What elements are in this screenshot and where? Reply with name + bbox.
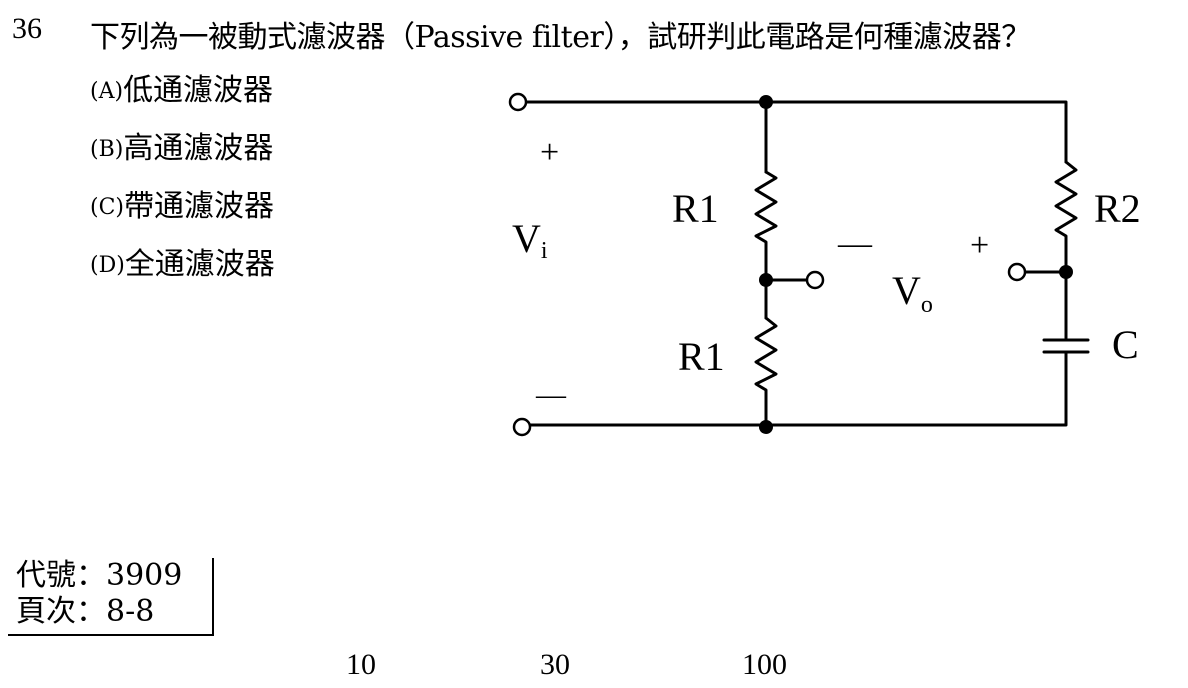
input-terminal-bottom bbox=[512, 417, 532, 437]
output-terminal-minus bbox=[805, 270, 825, 290]
option-text: 全通濾波器 bbox=[124, 247, 275, 282]
vo-label: Vo bbox=[892, 268, 933, 318]
r2-resistor bbox=[1054, 160, 1078, 274]
option-text: 高通濾波器 bbox=[123, 131, 274, 166]
output-terminal-plus bbox=[1007, 262, 1027, 282]
right-wire-bottom bbox=[524, 350, 1068, 427]
option-a[interactable]: (A)低通濾波器 bbox=[90, 70, 275, 128]
option-marker: (A) bbox=[90, 79, 124, 104]
option-marker: (C) bbox=[90, 195, 124, 220]
junction-mid bbox=[759, 273, 773, 287]
circuit-diagram: + — Vi R1 R1 R2 C — + Vo bbox=[508, 92, 1141, 437]
question-text: 下列為一被動式濾波器（Passive filter），試研判此電路是何種濾波器？ bbox=[90, 20, 1031, 55]
option-marker: (D) bbox=[90, 253, 125, 278]
junction-right bbox=[1059, 265, 1073, 279]
option-d[interactable]: (D)全通濾波器 bbox=[90, 244, 275, 302]
r1-bottom-resistor bbox=[754, 316, 778, 427]
option-text: 低通濾波器 bbox=[123, 73, 274, 108]
vi-subscript: i bbox=[541, 238, 548, 264]
r1-bottom-label: R1 bbox=[678, 334, 725, 379]
bottom-number: 30 bbox=[540, 648, 570, 681]
junction-bottom bbox=[759, 420, 773, 434]
option-marker: (B) bbox=[90, 137, 124, 162]
r2-label: R2 bbox=[1094, 186, 1141, 231]
options-list: (A)低通濾波器 (B)高通濾波器 (C)帶通濾波器 (D)全通濾波器 bbox=[90, 70, 275, 302]
bottom-number: 10 bbox=[346, 648, 376, 681]
code-box: 代號：3909 頁次：8-8 bbox=[8, 558, 214, 636]
option-c[interactable]: (C)帶通濾波器 bbox=[90, 186, 275, 244]
input-minus-label: — bbox=[535, 378, 567, 411]
r1-top-label: R1 bbox=[672, 186, 719, 231]
page-number: 頁次：8-8 bbox=[16, 594, 155, 629]
top-wire bbox=[524, 100, 1068, 164]
bottom-number: 100 bbox=[742, 648, 787, 681]
vo-minus-label: — bbox=[837, 225, 873, 262]
input-plus-label: + bbox=[540, 134, 559, 171]
vo-plus-label: + bbox=[970, 227, 989, 264]
r1-top-resistor bbox=[754, 170, 778, 282]
vi-label: Vi bbox=[512, 216, 548, 264]
bottom-numbers: 10 30 100 bbox=[0, 648, 1188, 688]
vo-subscript: o bbox=[921, 292, 933, 318]
option-text: 帶通濾波器 bbox=[124, 189, 274, 224]
input-terminal-top bbox=[508, 92, 528, 112]
capacitor-label: C bbox=[1112, 322, 1139, 367]
question-number: 36 bbox=[12, 12, 42, 45]
junction-top bbox=[759, 95, 773, 109]
option-b[interactable]: (B)高通濾波器 bbox=[90, 128, 275, 186]
exam-code: 代號：3909 bbox=[16, 558, 183, 593]
